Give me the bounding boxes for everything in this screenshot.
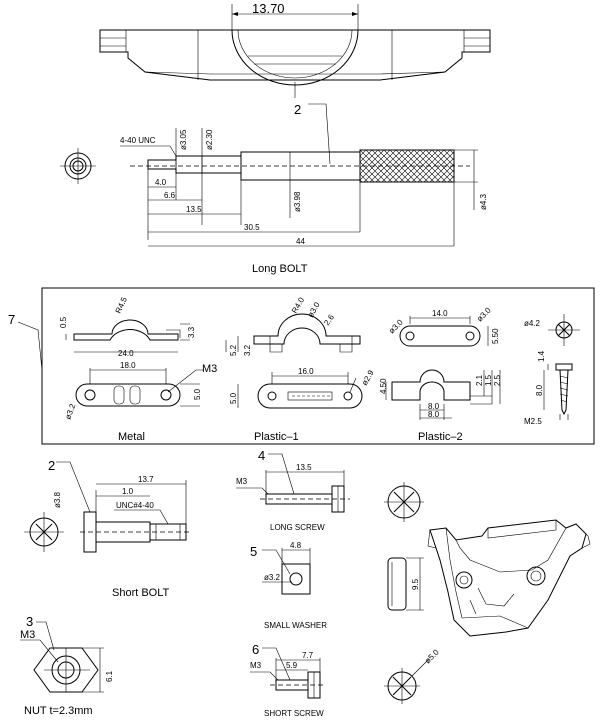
plastic1-r: R4.0 xyxy=(290,295,307,315)
plastic2-s3: 2.5 xyxy=(493,374,502,386)
plastic1-d2: ø2.9 xyxy=(360,368,376,387)
plastic2-d2: ø3.0 xyxy=(475,305,493,323)
bracket-box-callout: 7 xyxy=(8,312,15,327)
metal-h3: 5.0 xyxy=(193,388,202,400)
nut-caption: NUT t=2.3mm xyxy=(24,705,93,717)
screw-h: 1.4 xyxy=(537,350,546,362)
cover-h: 9.5 xyxy=(411,578,420,590)
connector-cover-iso xyxy=(427,519,591,637)
bracket-box: 7 0.5 R4.5 3.3 24.0 18.0 5.0 M3 ø3.2 Met… xyxy=(8,287,595,445)
plastic2-h2: 4.50 xyxy=(379,378,388,394)
short-screw-size: M3 xyxy=(250,661,262,670)
metal-caption: Metal xyxy=(118,431,145,443)
long-bolt-d4: ø4.3 xyxy=(479,193,488,210)
small-washer-callout: 5 xyxy=(250,544,257,559)
plastic1-d1: ø3.0 xyxy=(306,300,322,319)
metal-r: R4.5 xyxy=(114,295,130,315)
plastic-1-bracket: 5.2 3.2 R4.0 ø3.0 2.6 16.0 ø2.9 5.0 Plas… xyxy=(225,295,376,443)
plastic1-h3: 5.0 xyxy=(229,392,238,404)
small-washer-d: ø3.2 xyxy=(264,573,281,582)
short-bolt-thread: UNC#4-40 xyxy=(116,501,154,510)
short-bolt-d: ø3.8 xyxy=(53,491,62,508)
short-bolt-l1: 13.7 xyxy=(138,475,154,484)
short-bolt-l2: 1.0 xyxy=(122,487,134,496)
long-bolt-d1: ø3.05 xyxy=(179,129,188,150)
top-width-dim: 13.70 xyxy=(252,1,285,16)
long-screw-l: 13.5 xyxy=(296,463,312,472)
bracket-screw: ø4.2 1.4 8.0 M2.5 xyxy=(524,314,580,426)
long-screw-callout: 4 xyxy=(258,448,265,463)
short-bolt-caption: Short BOLT xyxy=(112,587,170,599)
plastic2-d1: ø3.0 xyxy=(387,317,405,335)
long-bolt-l5: 44 xyxy=(296,237,305,246)
long-bolt-end-view xyxy=(60,148,96,184)
metal-w2: 18.0 xyxy=(120,361,136,370)
plastic2-s2: 1.5 xyxy=(484,374,493,386)
plastic2-w2: 8.0 xyxy=(428,402,440,411)
metal-w1: 24.0 xyxy=(118,349,134,358)
small-washer-drawing: 4.8 ø3.2 5 SMALL WASHER 9.5 xyxy=(250,541,424,630)
long-bolt-l1: 4.0 xyxy=(155,178,167,187)
short-screw-l2: 5.9 xyxy=(286,661,298,670)
metal-h1: 0.5 xyxy=(59,316,68,328)
long-screw-drawing: 13.5 M3 4 LONG SCREW xyxy=(236,448,424,532)
metal-bracket: 0.5 R4.5 3.3 24.0 18.0 5.0 M3 ø3.2 Metal xyxy=(59,295,217,443)
nut-w: 6.1 xyxy=(105,670,114,682)
nut-size: M3 xyxy=(20,629,35,641)
plastic1-h1: 5.2 xyxy=(229,344,238,356)
screw-d: ø4.2 xyxy=(524,319,541,328)
plastic-2-bracket: 14.0 ø3.0 ø3.0 5.50 4.50 8.0 8.0 2.1 1.5… xyxy=(379,305,502,443)
plastic1-t: 2.6 xyxy=(322,312,336,327)
long-screw-caption: LONG SCREW xyxy=(270,523,325,532)
small-washer-caption: SMALL WASHER xyxy=(264,621,327,630)
metal-screw: M3 xyxy=(202,363,217,375)
plastic2-w3: 8.0 xyxy=(428,410,440,419)
long-bolt-d2: ø2.30 xyxy=(205,129,214,150)
plastic2-caption: Plastic–2 xyxy=(418,431,463,443)
long-bolt-l4: 30.5 xyxy=(244,223,260,232)
long-bolt-drawing: 4.0 6.6 13.5 30.5 44 4-40 UNC ø3.05 ø2.3… xyxy=(60,102,488,275)
small-washer-w: 4.8 xyxy=(290,541,302,550)
metal-h2: 3.3 xyxy=(187,326,196,338)
short-bolt-drawing: ø3.8 13.7 1.0 UNC#4-40 2 Short BOLT xyxy=(24,458,192,599)
short-screw-l1: 7.7 xyxy=(302,651,314,660)
screw-size: M2.5 xyxy=(524,417,542,426)
metal-d: ø3.2 xyxy=(63,402,77,421)
short-screw-callout: 6 xyxy=(252,642,259,657)
short-bolt-callout: 2 xyxy=(48,458,55,473)
short-screw-caption: SHORT SCREW xyxy=(264,709,324,718)
short-screw-drawing: 7.7 5.9 M3 6 SHORT SCREW ø5.0 xyxy=(250,642,441,718)
plastic1-caption: Plastic–1 xyxy=(254,431,299,443)
long-bolt-callout: 2 xyxy=(294,102,301,117)
cover-d: ø5.0 xyxy=(423,647,441,665)
long-bolt-l3: 13.5 xyxy=(186,205,202,214)
plastic2-h1: 5.50 xyxy=(491,328,500,344)
nut-drawing: 6.1 M3 3 NUT t=2.3mm xyxy=(20,614,114,717)
long-bolt-thread: 4-40 UNC xyxy=(120,136,156,145)
long-bolt-caption: Long BOLT xyxy=(252,263,308,275)
top-housing-part: 13.70 xyxy=(99,1,491,98)
plastic2-w1: 14.0 xyxy=(432,309,448,318)
long-bolt-d3: ø3.98 xyxy=(293,191,302,212)
long-screw-size: M3 xyxy=(236,477,248,486)
plastic2-s1: 2.1 xyxy=(475,374,484,386)
plastic1-h2: 3.2 xyxy=(243,344,252,356)
screw-l: 8.0 xyxy=(535,384,544,396)
plastic1-w: 16.0 xyxy=(298,367,314,376)
nut-callout: 3 xyxy=(26,614,33,629)
long-bolt-l2: 6.6 xyxy=(164,191,176,200)
